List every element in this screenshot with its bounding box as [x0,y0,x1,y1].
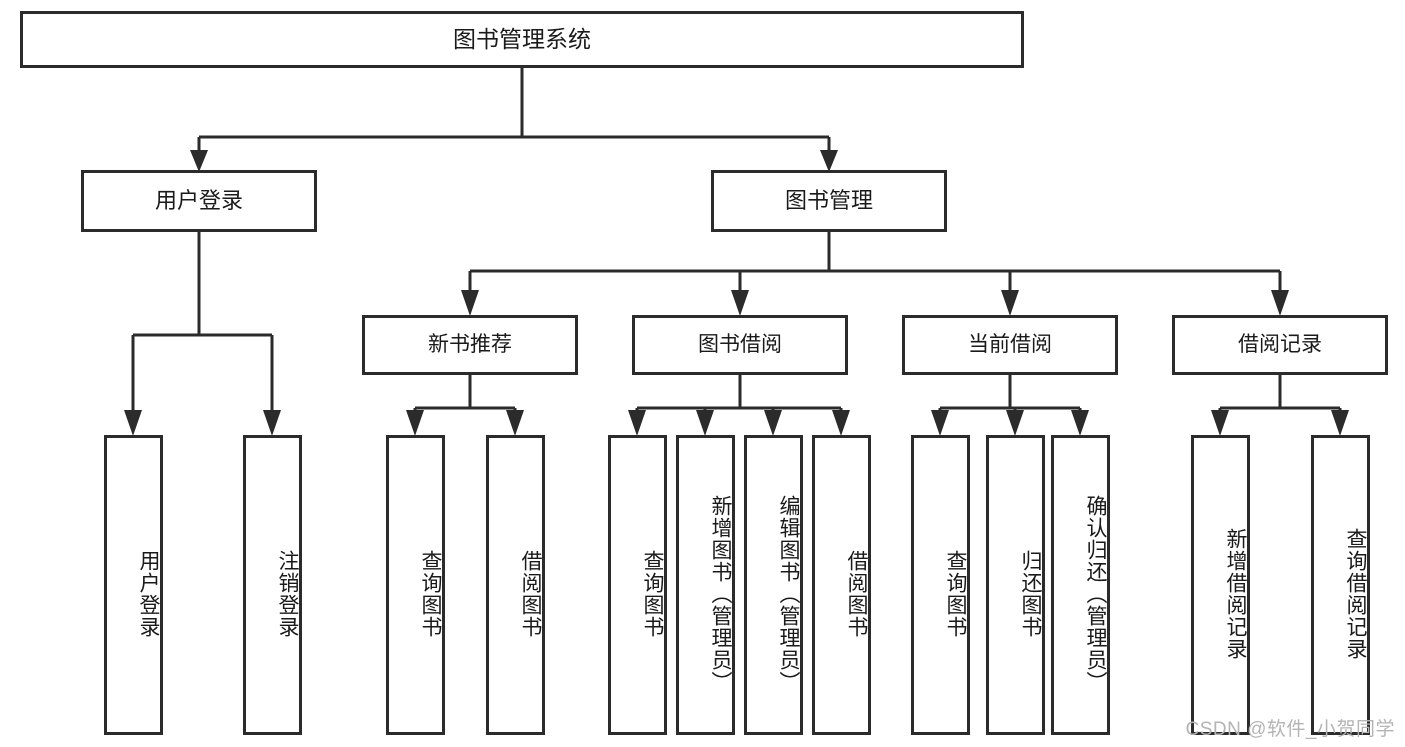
node-leaf-return-book-label: 归还图书 [1019,550,1042,638]
node-leaf-query-book-current[interactable]: 查询图书 [911,435,970,735]
node-leaf-confirm-return-label: 确认归还（管理员） [1084,495,1107,693]
node-leaf-user-login[interactable]: 用户登录 [104,435,163,735]
node-leaf-add-borrow-record-label: 新增借阅记录 [1224,528,1247,660]
node-user-login-label: 用户登录 [154,188,243,214]
node-leaf-borrow-book-new-label: 借阅图书 [519,550,542,638]
node-current-borrow[interactable]: 当前借阅 [902,315,1118,375]
node-leaf-query-borrow-record[interactable]: 查询借阅记录 [1311,435,1370,735]
node-leaf-add-book[interactable]: 新增图书（管理员） [676,435,735,735]
node-leaf-logout-label: 注销登录 [276,550,299,638]
node-book-manage-label: 图书管理 [784,188,873,214]
node-leaf-logout[interactable]: 注销登录 [243,435,302,735]
node-book-borrow[interactable]: 图书借阅 [632,315,848,375]
node-leaf-add-borrow-record[interactable]: 新增借阅记录 [1191,435,1250,735]
node-new-book-recommend-label: 新书推荐 [428,332,512,356]
node-user-login[interactable]: 用户登录 [81,170,317,232]
node-borrow-record-label: 借阅记录 [1238,332,1322,356]
node-leaf-add-book-label: 新增图书（管理员） [709,495,732,693]
node-borrow-record[interactable]: 借阅记录 [1172,315,1388,375]
node-leaf-user-login-label: 用户登录 [137,550,160,638]
node-leaf-query-book-borrow-label: 查询图书 [641,550,664,638]
node-root-label: 图书管理系统 [453,25,591,52]
node-leaf-query-book-new-label: 查询图书 [419,550,442,638]
node-leaf-edit-book-label: 编辑图书（管理员） [777,495,800,693]
node-root[interactable]: 图书管理系统 [20,11,1024,68]
node-leaf-query-book-borrow[interactable]: 查询图书 [608,435,667,735]
node-leaf-query-book-new[interactable]: 查询图书 [386,435,445,735]
node-leaf-return-book[interactable]: 归还图书 [986,435,1045,735]
node-book-borrow-label: 图书借阅 [698,332,782,356]
node-leaf-edit-book[interactable]: 编辑图书（管理员） [744,435,803,735]
node-leaf-borrow-book-label: 借阅图书 [845,550,868,638]
node-leaf-query-book-current-label: 查询图书 [944,550,967,638]
node-leaf-borrow-book[interactable]: 借阅图书 [812,435,871,735]
node-leaf-confirm-return[interactable]: 确认归还（管理员） [1051,435,1110,735]
node-leaf-query-borrow-record-label: 查询借阅记录 [1344,528,1367,660]
node-leaf-borrow-book-new[interactable]: 借阅图书 [486,435,545,735]
node-current-borrow-label: 当前借阅 [968,332,1052,356]
node-new-book-recommend[interactable]: 新书推荐 [362,315,578,375]
watermark-text: CSDN @软件_小贺同学 [1185,719,1395,740]
node-book-manage[interactable]: 图书管理 [711,170,947,232]
